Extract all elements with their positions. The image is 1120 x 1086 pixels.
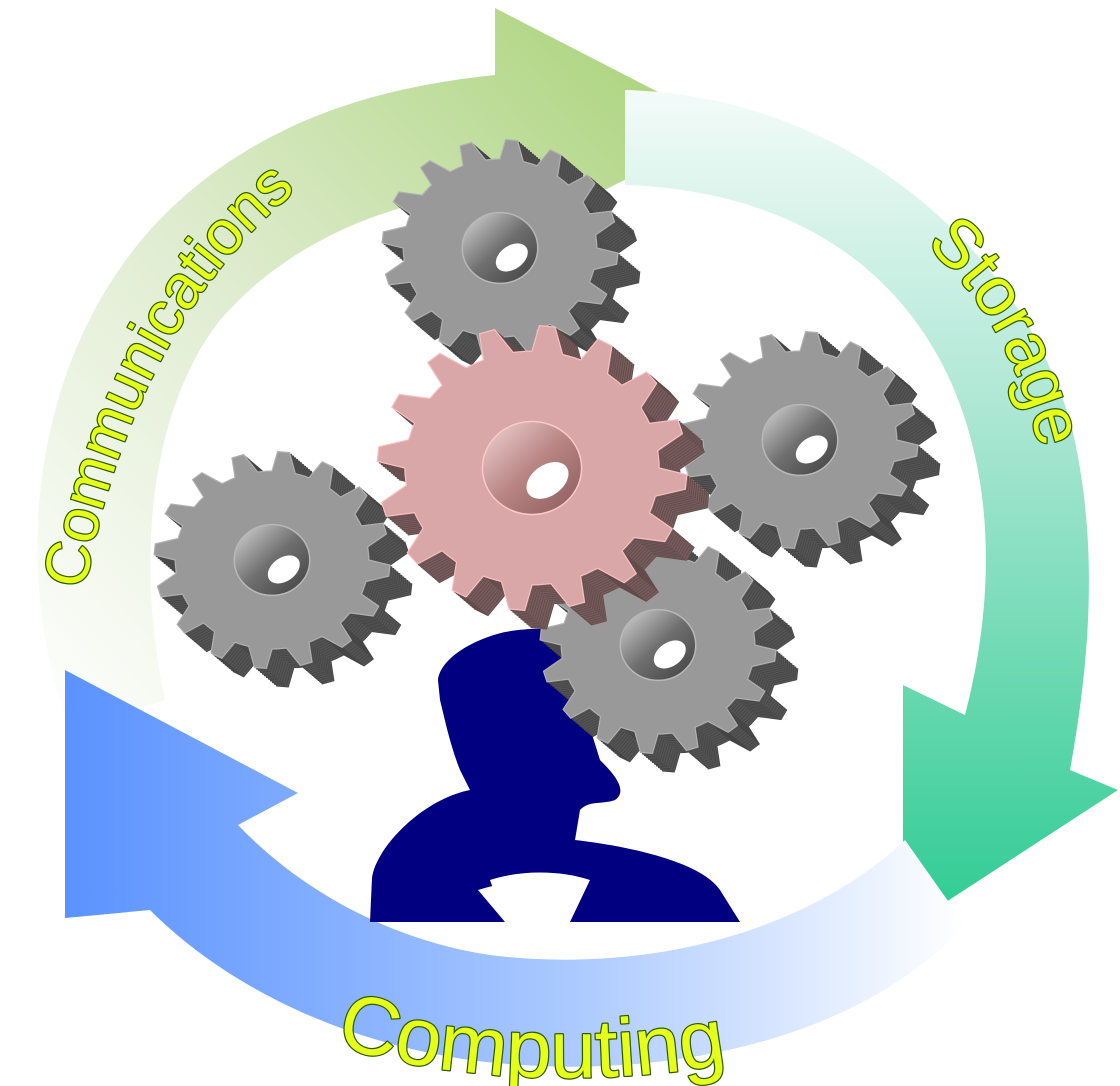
person-silhouette-icon [370, 628, 740, 922]
computing-arrow [65, 670, 965, 1067]
storage-arrow [625, 90, 1118, 930]
gear-icon [539, 535, 799, 773]
center-gear-icon [376, 324, 710, 630]
gear-icon [153, 450, 413, 688]
gear-icon [381, 138, 641, 376]
gear-icon [681, 330, 941, 568]
